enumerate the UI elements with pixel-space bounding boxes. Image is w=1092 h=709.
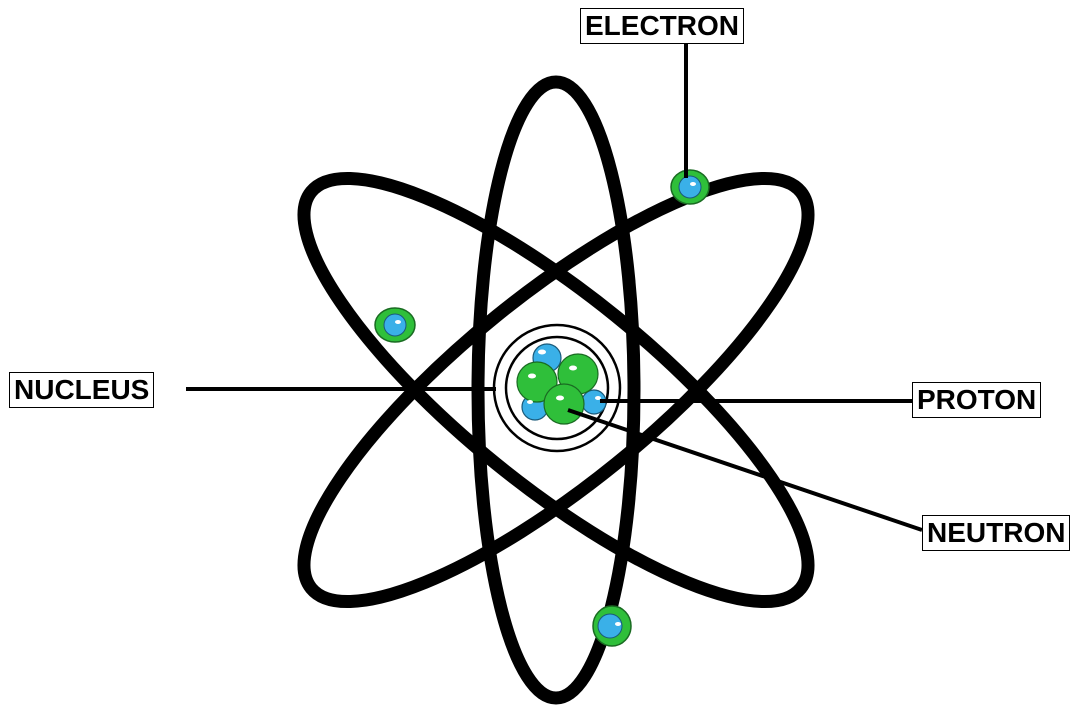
nucleus (494, 325, 620, 451)
proton-label: PROTON (912, 382, 1041, 418)
electron-particle (593, 606, 631, 646)
neutron-label: NEUTRON (922, 515, 1070, 551)
electron-particle (375, 308, 415, 342)
electron-particle (671, 170, 709, 204)
electron-label: ELECTRON (580, 8, 744, 44)
neutron-particle (544, 384, 584, 424)
leader-lines (186, 42, 922, 530)
nucleus-label: NUCLEUS (9, 372, 154, 408)
